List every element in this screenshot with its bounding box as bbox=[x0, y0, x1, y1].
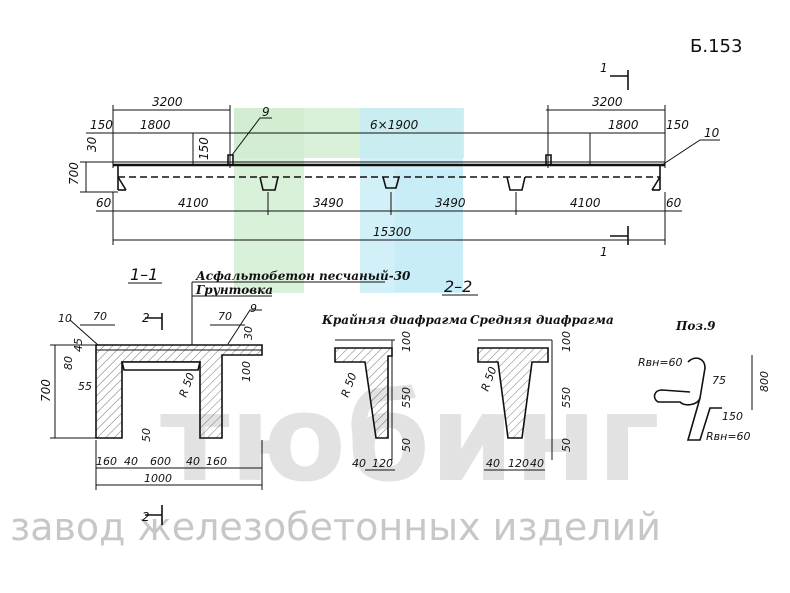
edge-dim-100: 100 bbox=[400, 331, 413, 352]
edge-bottom-40: 40 bbox=[352, 457, 366, 470]
section-1-1: 1–1 Асфальтобетон песчаный-30 Грунтовка … bbox=[39, 265, 411, 525]
middle-dim-50: 50 bbox=[560, 438, 573, 452]
middle-bottom-40-b: 40 bbox=[530, 457, 544, 470]
middle-bottom-40-a: 40 bbox=[486, 457, 500, 470]
edge-bottom-120: 120 bbox=[372, 457, 393, 470]
dim-bottom-left-4100: 4100 bbox=[178, 196, 209, 210]
pos9-detail: Поз.9 Rвн=60 Rвн=60 75 150 800 bbox=[638, 319, 771, 443]
section-1-1-label: 1–1 bbox=[130, 265, 158, 284]
watermark-tagline: завод железобетонных изделий bbox=[10, 505, 661, 549]
edge-dim-550: 550 bbox=[400, 387, 413, 408]
dim-middle-span: 6×1900 bbox=[370, 118, 419, 132]
watermark-brand: тюбинг bbox=[160, 370, 660, 509]
dim-700: 700 bbox=[67, 162, 81, 185]
dim-bottom-right-4100: 4100 bbox=[570, 196, 601, 210]
dim-70-left: 70 bbox=[93, 310, 107, 323]
callout-9: 9 bbox=[262, 105, 270, 119]
section-2-2: 2–2 Крайняя диафрагма Средняя диафрагма … bbox=[321, 277, 614, 471]
dim-overall-15300: 15300 bbox=[373, 225, 412, 239]
dim-30-section: 30 bbox=[242, 326, 255, 340]
dim-150: 150 bbox=[197, 137, 211, 160]
dim-bottom-600: 600 bbox=[150, 455, 171, 468]
beam-elevation: 3200 3200 150 1800 6×1900 1800 150 700 3… bbox=[67, 61, 720, 259]
dim-bottom-40-a: 40 bbox=[124, 455, 138, 468]
dim-bottom-1000: 1000 bbox=[144, 472, 172, 485]
dim-bottom-160-b: 160 bbox=[206, 455, 227, 468]
dim-700-section: 700 bbox=[39, 379, 53, 402]
edge-dim-50: 50 bbox=[400, 438, 413, 452]
section-2-2-label: 2–2 bbox=[444, 277, 472, 296]
dim-right-150: 150 bbox=[666, 118, 689, 132]
pos9-label: Поз.9 bbox=[675, 319, 716, 333]
section-mark-bottom: 1 bbox=[600, 245, 608, 259]
dim-left-1800: 1800 bbox=[140, 118, 171, 132]
dim-55: 55 bbox=[78, 380, 92, 393]
dim-bottom-40-b: 40 bbox=[186, 455, 200, 468]
pos9-radius-top: Rвн=60 bbox=[638, 356, 683, 369]
logo-watermark: тюбинг завод железобетонных изделий bbox=[10, 108, 661, 549]
sheet-code: Б.153 bbox=[690, 36, 742, 57]
dim-bottom-right-60: 60 bbox=[666, 196, 682, 210]
layer-primer: Грунтовка bbox=[195, 283, 273, 297]
layer-asphalt: Асфальтобетон песчаный-30 bbox=[195, 269, 411, 283]
middle-dim-100: 100 bbox=[560, 331, 573, 352]
dim-30: 30 bbox=[85, 136, 99, 152]
section-mark-top: 1 bbox=[600, 61, 608, 75]
dim-80: 80 bbox=[62, 356, 75, 370]
dim-left-3200: 3200 bbox=[152, 95, 183, 109]
pos9-dim-150: 150 bbox=[722, 410, 743, 423]
dim-bottom-left-60: 60 bbox=[96, 196, 112, 210]
middle-diaphragm-label: Средняя диафрагма bbox=[470, 313, 614, 327]
dim-right-3200: 3200 bbox=[592, 95, 623, 109]
dim-100-section: 100 bbox=[240, 361, 253, 382]
edge-diaphragm-label: Крайняя диафрагма bbox=[321, 313, 468, 327]
dim-bottom-3490-a: 3490 bbox=[313, 196, 344, 210]
dim-right-1800: 1800 bbox=[608, 118, 639, 132]
callout-10-section: 10 bbox=[58, 312, 72, 325]
dim-bottom-160-a: 160 bbox=[96, 455, 117, 468]
pos9-dim-800: 800 bbox=[758, 371, 771, 392]
pos9-dim-75: 75 bbox=[712, 374, 726, 387]
dim-70-right: 70 bbox=[218, 310, 232, 323]
dim-bottom-3490-b: 3490 bbox=[435, 196, 466, 210]
middle-bottom-120: 120 bbox=[508, 457, 529, 470]
callout-10: 10 bbox=[704, 126, 720, 140]
dim-50-section: 50 bbox=[140, 428, 153, 442]
dim-left-150: 150 bbox=[90, 118, 113, 132]
middle-dim-550: 550 bbox=[560, 387, 573, 408]
pos9-radius-bottom: Rвн=60 bbox=[706, 430, 751, 443]
section-2-mark-bottom: 2 bbox=[142, 510, 150, 524]
callout-9-section: 9 bbox=[250, 302, 257, 315]
section-2-mark-top: 2 bbox=[142, 311, 150, 325]
